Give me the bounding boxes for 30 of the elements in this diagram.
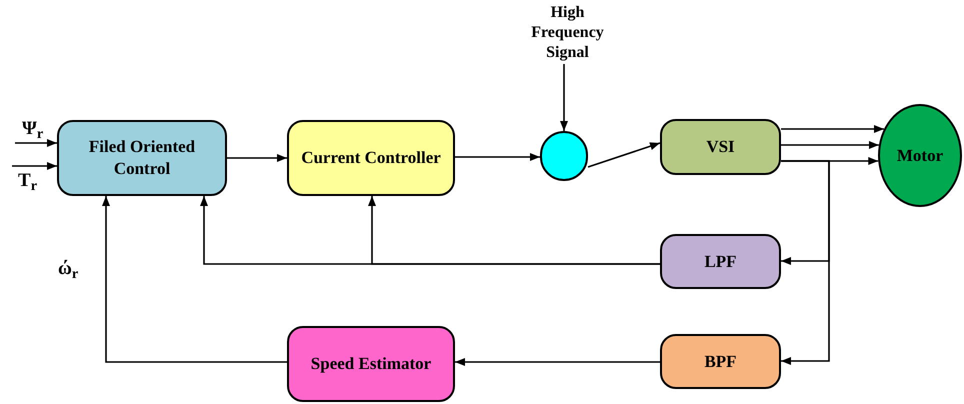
process-box: [57, 120, 227, 196]
filter-box: [660, 234, 781, 289]
signal-label: High Frequency Signal: [520, 2, 615, 64]
node-label: Current Controller: [300, 147, 442, 169]
node-label: LPF: [703, 250, 738, 272]
node-label: BPF: [703, 350, 738, 372]
arrow: [781, 141, 879, 149]
signal-symbol: ώ$_{r}$: [58, 258, 78, 280]
signal-symbol: T$_{r}$: [18, 170, 38, 192]
node-label: Speed Estimator: [310, 353, 432, 375]
signal-symbol: Ψ$_{r}$: [22, 118, 44, 140]
process-box: [287, 120, 455, 196]
filter-box: [660, 334, 781, 389]
node-label: Filed Oriented Control: [88, 136, 196, 180]
arrow: [781, 125, 884, 133]
node-label: Motor: [896, 144, 944, 166]
arrow: [368, 196, 660, 265]
arrow: [588, 142, 660, 168]
summing-junction: [540, 131, 588, 181]
arrow: [15, 139, 57, 147]
arrow: [560, 64, 568, 131]
arrow: [12, 162, 57, 170]
process-box: [287, 326, 455, 402]
arrow: [455, 358, 660, 366]
arrow: [455, 153, 540, 161]
arrow: [102, 196, 287, 363]
node-label: VSI: [705, 136, 736, 158]
arrow: [781, 160, 830, 365]
arrow: [227, 154, 287, 162]
process-box: [660, 119, 781, 175]
